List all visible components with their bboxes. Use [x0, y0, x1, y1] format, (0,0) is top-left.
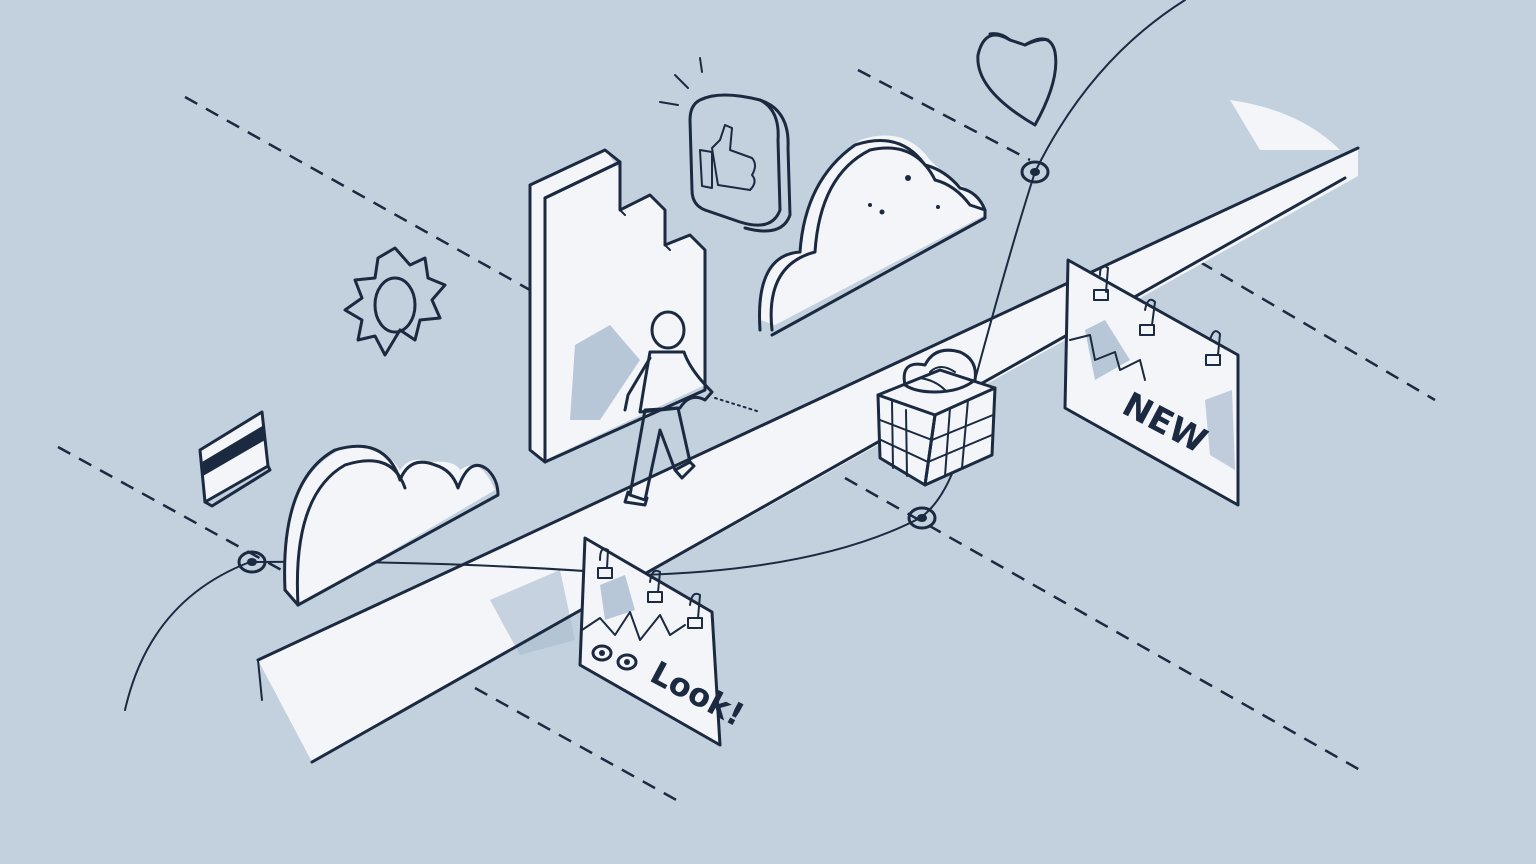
- thumbs-up-icon: [659, 57, 792, 233]
- path-node: [1020, 160, 1050, 184]
- heart-icon: [976, 32, 1058, 127]
- walking-person-icon: [623, 310, 761, 507]
- cloud-icon: [758, 135, 987, 337]
- factory-icon: [528, 148, 707, 464]
- sun-icon: [343, 246, 447, 357]
- sign-new: NEW: [1063, 258, 1240, 507]
- path-node: [237, 550, 267, 574]
- credit-card-icon: [198, 410, 272, 508]
- cloud-icon: [283, 444, 500, 607]
- path-node: [907, 506, 937, 530]
- eyes-icon: [591, 644, 638, 671]
- gift-box-icon: [876, 348, 997, 487]
